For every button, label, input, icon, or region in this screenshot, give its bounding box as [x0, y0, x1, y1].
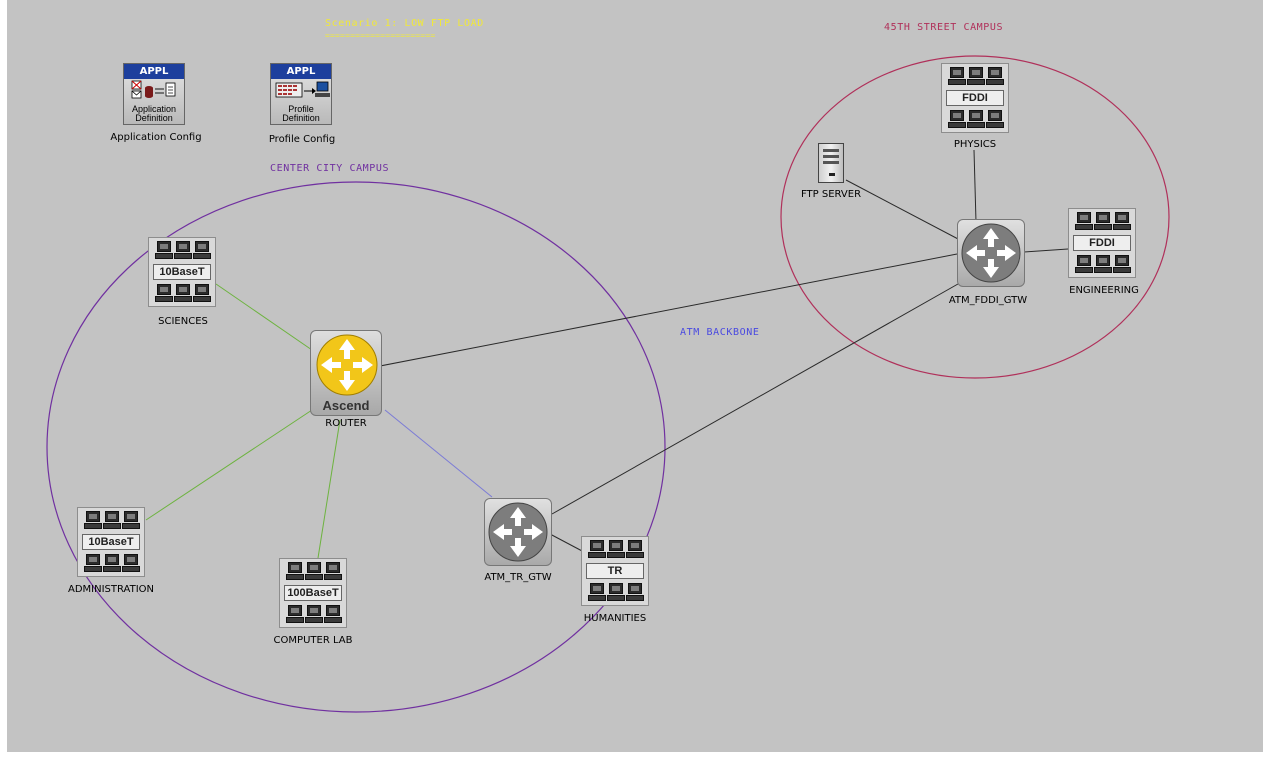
router-label: ROUTER: [325, 418, 367, 429]
link-sciences-router[interactable]: [215, 283, 313, 351]
workstation-icon: [626, 540, 644, 560]
sciences-lan-badge: 10BaseT: [153, 264, 211, 280]
workstation-icon: [305, 562, 323, 582]
humanities-lan-icon[interactable]: TR: [581, 536, 649, 606]
workstation-icon: [967, 110, 985, 130]
workstation-icon: [607, 540, 625, 560]
atm-fddi-arrows-icon: [961, 223, 1021, 283]
atm-tr-arrows-icon: [488, 502, 548, 562]
link-physics-atm-fddi-gtw[interactable]: [973, 149, 977, 223]
workstation-icon: [155, 284, 173, 304]
link-engineering-atm-fddi-gtw[interactable]: [1023, 248, 1069, 253]
atm-backbone-label: ATM BACKBONE: [680, 327, 760, 338]
atm-fddi-gtw-label: ATM_FDDI_GTW: [948, 295, 1028, 306]
link-ftp-server-atm-fddi-gtw[interactable]: [845, 179, 961, 241]
scenario-title-underline: ======================: [325, 31, 436, 40]
workstation-icon: [1113, 255, 1131, 275]
workstation-icon: [84, 511, 102, 531]
administration-lan-icon[interactable]: 10BaseT: [77, 507, 145, 577]
physics-label: PHYSICS: [953, 139, 997, 150]
physics-lan-icon[interactable]: FDDI: [941, 63, 1009, 133]
scenario-title: Scenario 1: LOW FTP LOAD: [325, 18, 484, 29]
workstation-icon: [948, 110, 966, 130]
atm-fddi-gateway-icon[interactable]: [957, 219, 1025, 287]
engineering-label: ENGINEERING: [1069, 285, 1139, 296]
workstation-icon: [324, 605, 342, 625]
link-router-atm-fddi-gtw[interactable]: [379, 253, 958, 367]
workstation-icon: [626, 583, 644, 603]
workstation-icon: [193, 241, 211, 261]
link-atm-tr-gtw-humanities[interactable]: [549, 533, 585, 553]
center-city-campus-label: CENTER CITY CAMPUS: [270, 163, 390, 174]
humanities-label: HUMANITIES: [583, 613, 647, 624]
workstation-icon: [193, 284, 211, 304]
ascend-router-icon[interactable]: Ascend: [310, 330, 382, 416]
application-definition-line2: Definition: [135, 113, 173, 123]
router-arrows-icon: [316, 334, 378, 396]
workstation-icon: [986, 67, 1004, 87]
application-definition-line1: Application: [131, 104, 177, 114]
link-computerlab-router[interactable]: [317, 419, 341, 559]
workstation-icon: [174, 241, 192, 261]
application-definition-header: APPL: [124, 64, 184, 79]
workstation-icon: [155, 241, 173, 261]
workstation-icon: [1075, 212, 1093, 232]
profile-definition-line2: Definition: [282, 113, 320, 123]
workstation-icon: [305, 605, 323, 625]
profile-definition-header: APPL: [271, 64, 331, 79]
computer-lab-lan-badge: 100BaseT: [284, 585, 342, 601]
link-administration-router[interactable]: [145, 409, 313, 521]
profile-definition-line1: Profile: [288, 104, 314, 114]
link-router-atm-tr-gtw[interactable]: [384, 409, 493, 498]
physics-lan-badge: FDDI: [946, 90, 1004, 106]
engineering-lan-icon[interactable]: FDDI: [1068, 208, 1136, 278]
45th-street-campus-boundary: [780, 55, 1170, 379]
workstation-icon: [122, 511, 140, 531]
atm-tr-gtw-label: ATM_TR_GTW: [484, 572, 552, 583]
administration-label: ADMINISTRATION: [67, 584, 155, 595]
application-config-label: Application Config: [110, 132, 202, 143]
workstation-icon: [122, 554, 140, 574]
project-workspace[interactable]: [7, 0, 1263, 752]
administration-lan-badge: 10BaseT: [82, 534, 140, 550]
profile-definition-icon[interactable]: APPL Profile Definition: [270, 63, 332, 125]
workstation-icon: [986, 110, 1004, 130]
workstation-icon: [103, 511, 121, 531]
humanities-lan-badge: TR: [586, 563, 644, 579]
application-definition-icon[interactable]: APPL Application Definition: [123, 63, 185, 125]
workstation-icon: [607, 583, 625, 603]
application-glyphs-icon: [131, 80, 176, 99]
workstation-icon: [1094, 212, 1112, 232]
sciences-lan-icon[interactable]: 10BaseT: [148, 237, 216, 307]
atm-tr-gateway-icon[interactable]: [484, 498, 552, 566]
engineering-lan-badge: FDDI: [1073, 235, 1131, 251]
workstation-icon: [948, 67, 966, 87]
workstation-icon: [103, 554, 121, 574]
workstation-icon: [1094, 255, 1112, 275]
computer-lab-label: COMPUTER LAB: [273, 635, 353, 646]
center-city-campus-boundary: [46, 181, 666, 713]
workstation-icon: [286, 605, 304, 625]
workstation-icon: [324, 562, 342, 582]
computer-lab-lan-icon[interactable]: 100BaseT: [279, 558, 347, 628]
ascend-brand-text: Ascend: [322, 398, 370, 413]
workstation-icon: [84, 554, 102, 574]
workstation-icon: [286, 562, 304, 582]
ftp-server-label: FTP SERVER: [800, 189, 862, 200]
workstation-icon: [174, 284, 192, 304]
profile-config-label: Profile Config: [268, 134, 336, 145]
45th-street-campus-label: 45TH STREET CAMPUS: [884, 22, 1004, 33]
workstation-icon: [588, 583, 606, 603]
ftp-server-icon[interactable]: [818, 143, 844, 183]
workstation-icon: [588, 540, 606, 560]
link-atm-tr-gtw-atm-fddi-gtw[interactable]: [551, 279, 966, 515]
workstation-icon: [967, 67, 985, 87]
sciences-label: SCIENCES: [158, 316, 208, 327]
workstation-icon: [1113, 212, 1131, 232]
workstation-icon: [1075, 255, 1093, 275]
profile-glyphs-icon: [275, 81, 330, 98]
